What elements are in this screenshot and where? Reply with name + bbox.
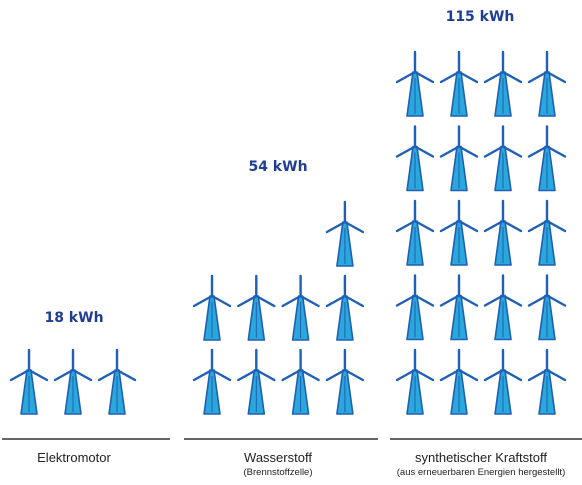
turbine-synthetischer-kraftstoff-2 (439, 348, 479, 415)
turbine-wasserstoff-1 (192, 348, 232, 415)
category-sublabel-wasserstoff: (Brennstoffzelle) (244, 467, 313, 478)
turbine-synthetischer-kraftstoff-20 (527, 50, 567, 117)
turbine-synthetischer-kraftstoff-16 (527, 125, 567, 192)
turbine-synthetischer-kraftstoff-15 (483, 125, 523, 192)
turbine-elektromotor-3 (97, 348, 137, 415)
turbine-synthetischer-kraftstoff-8 (527, 274, 567, 341)
turbine-synthetischer-kraftstoff-18 (439, 50, 479, 117)
turbine-synthetischer-kraftstoff-1 (395, 348, 435, 415)
turbine-synthetischer-kraftstoff-12 (527, 199, 567, 266)
turbine-elektromotor-1 (9, 348, 49, 415)
turbine-wasserstoff-8 (325, 274, 365, 341)
turbine-wasserstoff-2 (237, 348, 276, 415)
turbine-wasserstoff-9 (325, 200, 365, 267)
turbine-synthetischer-kraftstoff-13 (395, 125, 435, 192)
turbine-synthetischer-kraftstoff-17 (395, 50, 435, 117)
turbine-synthetischer-kraftstoff-4 (527, 348, 567, 415)
turbine-synthetischer-kraftstoff-7 (483, 274, 523, 341)
value-label-synthetischer-kraftstoff: 115 kWh (446, 9, 515, 25)
value-label-elektromotor: 18 kWh (44, 310, 103, 326)
turbine-elektromotor-2 (53, 348, 93, 415)
category-sublabel-synthetischer-kraftstoff: (aus erneuerbaren Energien hergestellt) (397, 467, 565, 478)
value-label-wasserstoff: 54 kWh (248, 159, 307, 175)
turbine-wasserstoff-3 (281, 348, 320, 415)
category-label-synthetischer-kraftstoff: synthetischer Kraftstoff (415, 450, 547, 465)
turbine-wasserstoff-5 (192, 274, 232, 341)
turbine-marks (9, 50, 567, 415)
turbine-wasserstoff-6 (237, 274, 276, 341)
turbine-synthetischer-kraftstoff-3 (483, 348, 523, 415)
turbine-wasserstoff-4 (325, 348, 365, 415)
turbine-synthetischer-kraftstoff-6 (439, 274, 479, 341)
turbine-wasserstoff-7 (281, 274, 320, 341)
turbine-synthetischer-kraftstoff-14 (439, 125, 479, 192)
turbine-synthetischer-kraftstoff-19 (483, 50, 523, 117)
category-label-elektromotor: Elektromotor (37, 450, 111, 465)
turbine-synthetischer-kraftstoff-11 (483, 199, 523, 266)
turbine-synthetischer-kraftstoff-10 (439, 199, 479, 266)
turbine-synthetischer-kraftstoff-9 (395, 199, 435, 266)
turbine-synthetischer-kraftstoff-5 (395, 274, 435, 341)
category-label-wasserstoff: Wasserstoff (244, 450, 312, 465)
